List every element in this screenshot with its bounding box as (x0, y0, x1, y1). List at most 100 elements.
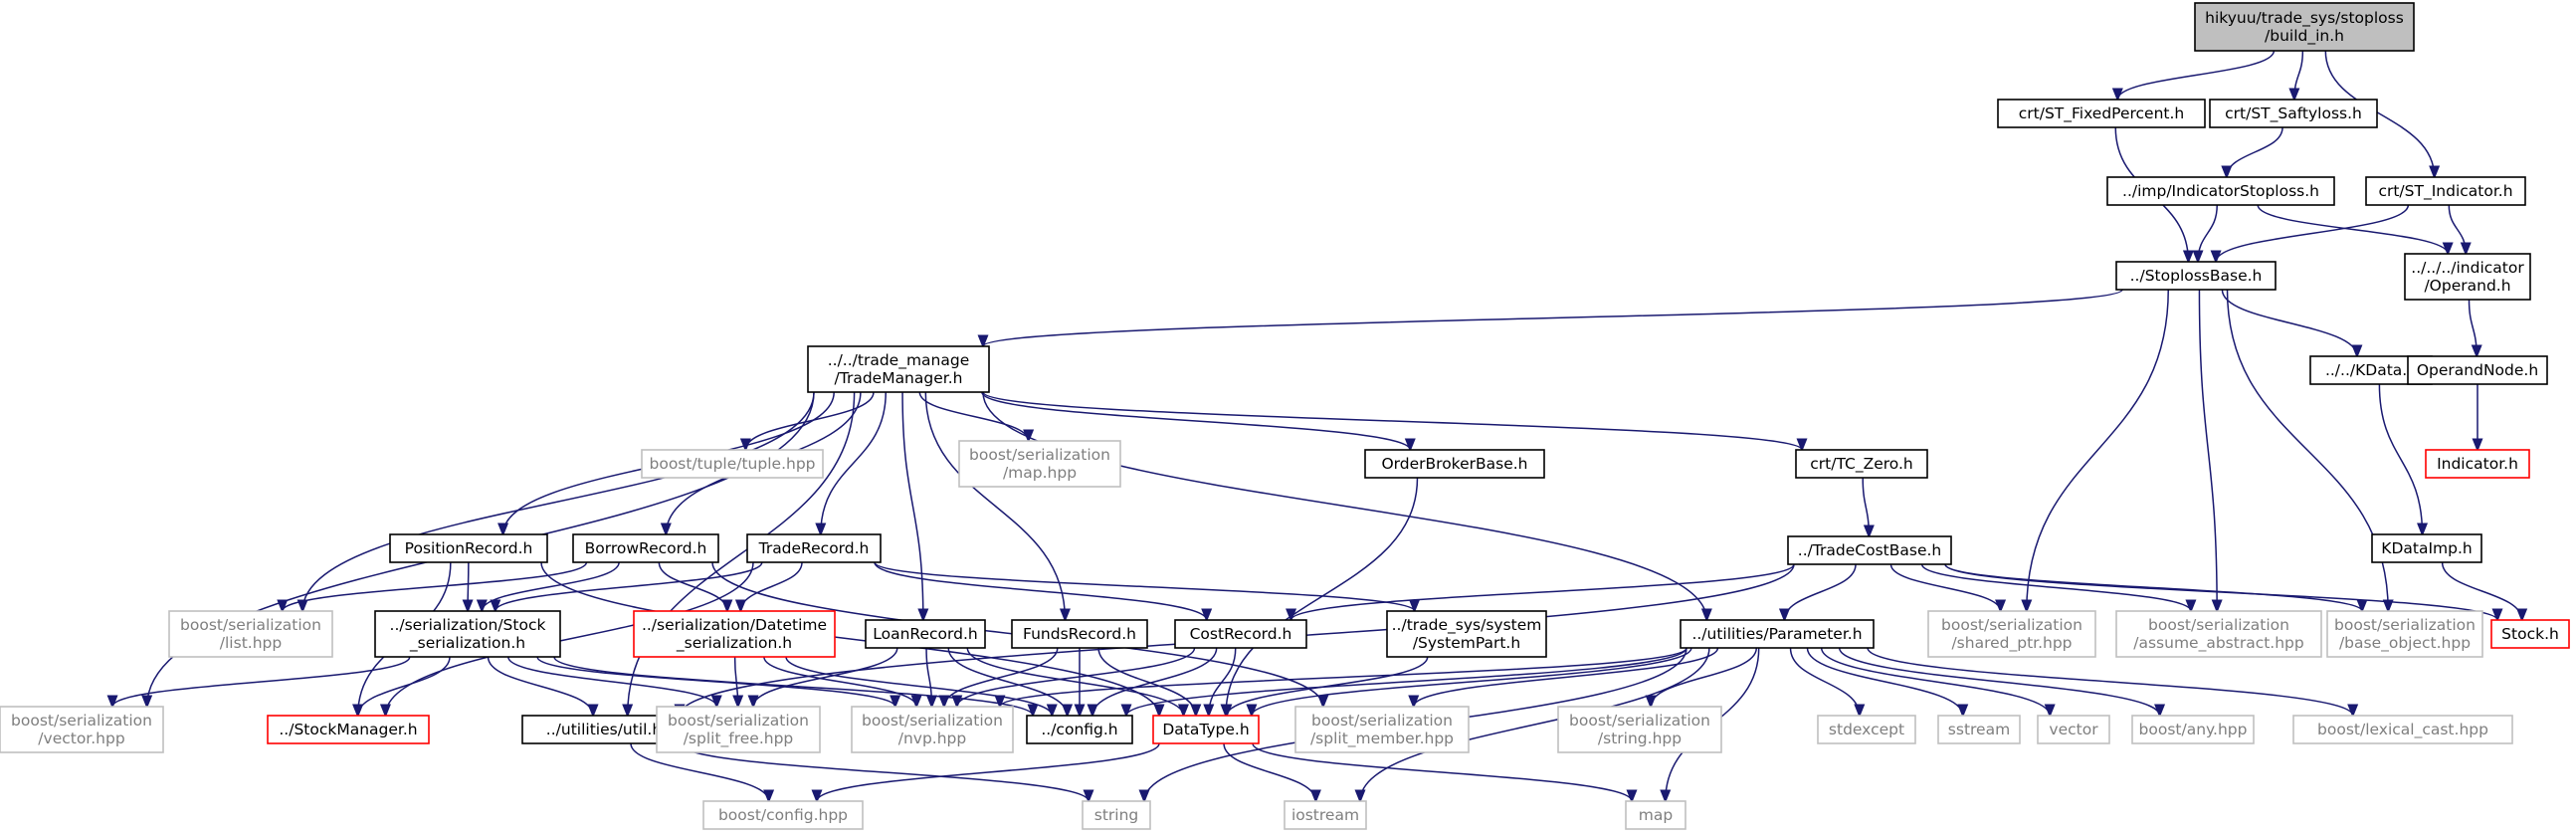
node-tczero[interactable]: crt/TC_Zero.h (1795, 449, 1928, 479)
node-saftyloss[interactable]: crt/ST_Saftyloss.h (2209, 99, 2378, 128)
node-operandnode[interactable]: OperandNode.h (2407, 355, 2548, 385)
node-label: boost/serialization (969, 446, 1110, 464)
edge-trademanager-to-tuple (745, 391, 875, 450)
node-serstock[interactable]: ../serialization/Stock_serialization.h (374, 610, 561, 658)
node-box (1937, 715, 2021, 744)
node-label: stdexcept (1829, 721, 1904, 738)
edge-tradecostbase-to-costrecord (1291, 563, 1795, 620)
node-baseobject: boost/serialization/base_object.hpp (2326, 610, 2483, 658)
node-box (807, 345, 990, 393)
node-box (1795, 449, 1928, 479)
node-label: ../../trade_manage (828, 351, 970, 370)
edge-serstock-to-config (553, 656, 1033, 716)
node-box (1174, 619, 1307, 649)
node-fixedpercent[interactable]: crt/ST_FixedPercent.h (1997, 99, 2206, 128)
node-label: ../utilities/util.h (546, 721, 662, 738)
node-label: PositionRecord.h (405, 539, 533, 557)
edge-parameter-to-sstream (1806, 647, 1962, 716)
node-sermap: boost/serialization/map.hpp (958, 440, 1121, 488)
node-operand[interactable]: ../../../indicator/Operand.h (2404, 253, 2531, 301)
node-root[interactable]: hikyuu/trade_sys/stoploss/build_in.h (2194, 2, 2415, 52)
node-stock[interactable]: Stock.h (2490, 619, 2570, 649)
edge-parameter-to-config (1126, 647, 1687, 716)
node-box (1817, 715, 1916, 744)
node-box (2037, 715, 2110, 744)
node-box (572, 533, 719, 563)
node-orderbroker[interactable]: OrderBrokerBase.h (1364, 449, 1545, 479)
node-splitmember: boost/serialization/split_member.hpp (1294, 706, 1470, 753)
edge-indicatorstoploss-to-stoplossbase (2198, 204, 2218, 262)
node-label: boost/tuple/tuple.hpp (650, 455, 816, 473)
node-box (2131, 715, 2255, 744)
node-box (2106, 176, 2335, 206)
node-box (702, 800, 864, 830)
node-box (1787, 535, 1952, 565)
node-parameter[interactable]: ../utilities/Parameter.h (1680, 619, 1875, 649)
edge-stoplossbase-to-sharedptr (2027, 289, 2169, 611)
edge-serstock-to-stockmanager (358, 656, 451, 716)
node-kdataimp[interactable]: KDataImp.h (2371, 533, 2482, 563)
node-stdexcept: stdexcept (1817, 715, 1916, 744)
node-tradecostbase[interactable]: ../TradeCostBase.h (1787, 535, 1952, 565)
node-stindicator[interactable]: crt/ST_Indicator.h (2365, 176, 2526, 206)
edge-stindicator-to-stoplossbase (2216, 204, 2410, 262)
node-box (1152, 715, 1260, 744)
edge-kdata-to-kdataimp (2378, 383, 2422, 534)
node-box (865, 619, 986, 649)
edge-serdatetime-to-splitfree (735, 656, 738, 707)
node-indicatorstoploss[interactable]: ../imp/IndicatorStoploss.h (2106, 176, 2335, 206)
node-box (2407, 355, 2548, 385)
edge-loanrecord-to-splitfree (753, 647, 898, 707)
node-string: string (1082, 800, 1151, 830)
node-label: iostream (1291, 806, 1359, 824)
node-loanrecord[interactable]: LoanRecord.h (865, 619, 986, 649)
node-label: boost/serialization (11, 712, 152, 730)
node-box (267, 715, 430, 744)
node-label: /SystemPart.h (1413, 634, 1520, 652)
node-stoplossbase[interactable]: ../StoplossBase.h (2115, 261, 2277, 291)
node-stockmanager[interactable]: ../StockManager.h (267, 715, 430, 744)
node-label: /shared_ptr.hpp (1951, 634, 2072, 653)
node-label: /nvp.hpp (898, 730, 967, 747)
node-box (851, 706, 1014, 753)
node-sharedptr: boost/serialization/shared_ptr.hpp (1927, 610, 2096, 658)
edge-util-to-string (679, 742, 1089, 801)
edge-stindicator-to-operand (2448, 204, 2466, 254)
edge-stoplossbase-to-assumeabstract (2198, 289, 2217, 611)
node-costrecord[interactable]: CostRecord.h (1174, 619, 1307, 649)
edge-borrowrecord-to-serlist (283, 561, 588, 611)
node-positionrecord[interactable]: PositionRecord.h (389, 533, 548, 563)
node-traderecord[interactable]: TradeRecord.h (746, 533, 882, 563)
node-sstream: sstream (1937, 715, 2021, 744)
node-label: hikyuu/trade_sys/stoploss (2205, 9, 2404, 28)
edge-datatype-to-boostconfig (817, 742, 1160, 801)
node-fundsrecord[interactable]: FundsRecord.h (1011, 619, 1148, 649)
node-tuple: boost/tuple/tuple.hpp (641, 449, 824, 479)
node-box (1026, 715, 1133, 744)
node-label: TradeRecord.h (758, 539, 870, 557)
node-borrowrecord[interactable]: BorrowRecord.h (572, 533, 719, 563)
node-box (958, 440, 1121, 488)
edge-datatype-to-map (1252, 742, 1632, 801)
node-datatype[interactable]: DataType.h (1152, 715, 1260, 744)
node-any: boost/any.hpp (2131, 715, 2255, 744)
edge-loanrecord-to-nvp (925, 647, 931, 707)
node-label: _serialization.h (676, 634, 792, 653)
node-config[interactable]: ../config.h (1026, 715, 1133, 744)
node-label: LoanRecord.h (873, 625, 977, 643)
node-label: boost/serialization (1311, 712, 1453, 730)
node-serdatetime[interactable]: ../serialization/Datetime_serialization.… (633, 610, 836, 658)
node-box (2115, 261, 2277, 291)
node-systempart[interactable]: ../trade_sys/system/SystemPart.h (1386, 610, 1547, 658)
node-label: OperandNode.h (2417, 361, 2538, 379)
node-box (2292, 715, 2513, 744)
node-serstring: boost/serialization/string.hpp (1557, 706, 1722, 753)
node-box (2326, 610, 2483, 658)
node-box (746, 533, 882, 563)
node-label: crt/ST_FixedPercent.h (2019, 104, 2185, 123)
node-trademanager[interactable]: ../../trade_manage/TradeManager.h (807, 345, 990, 393)
node-indicator[interactable]: Indicator.h (2425, 449, 2530, 479)
edge-traderecord-to-serdatetime (740, 561, 803, 611)
edge-fundsrecord-to-nvp (944, 647, 1059, 707)
